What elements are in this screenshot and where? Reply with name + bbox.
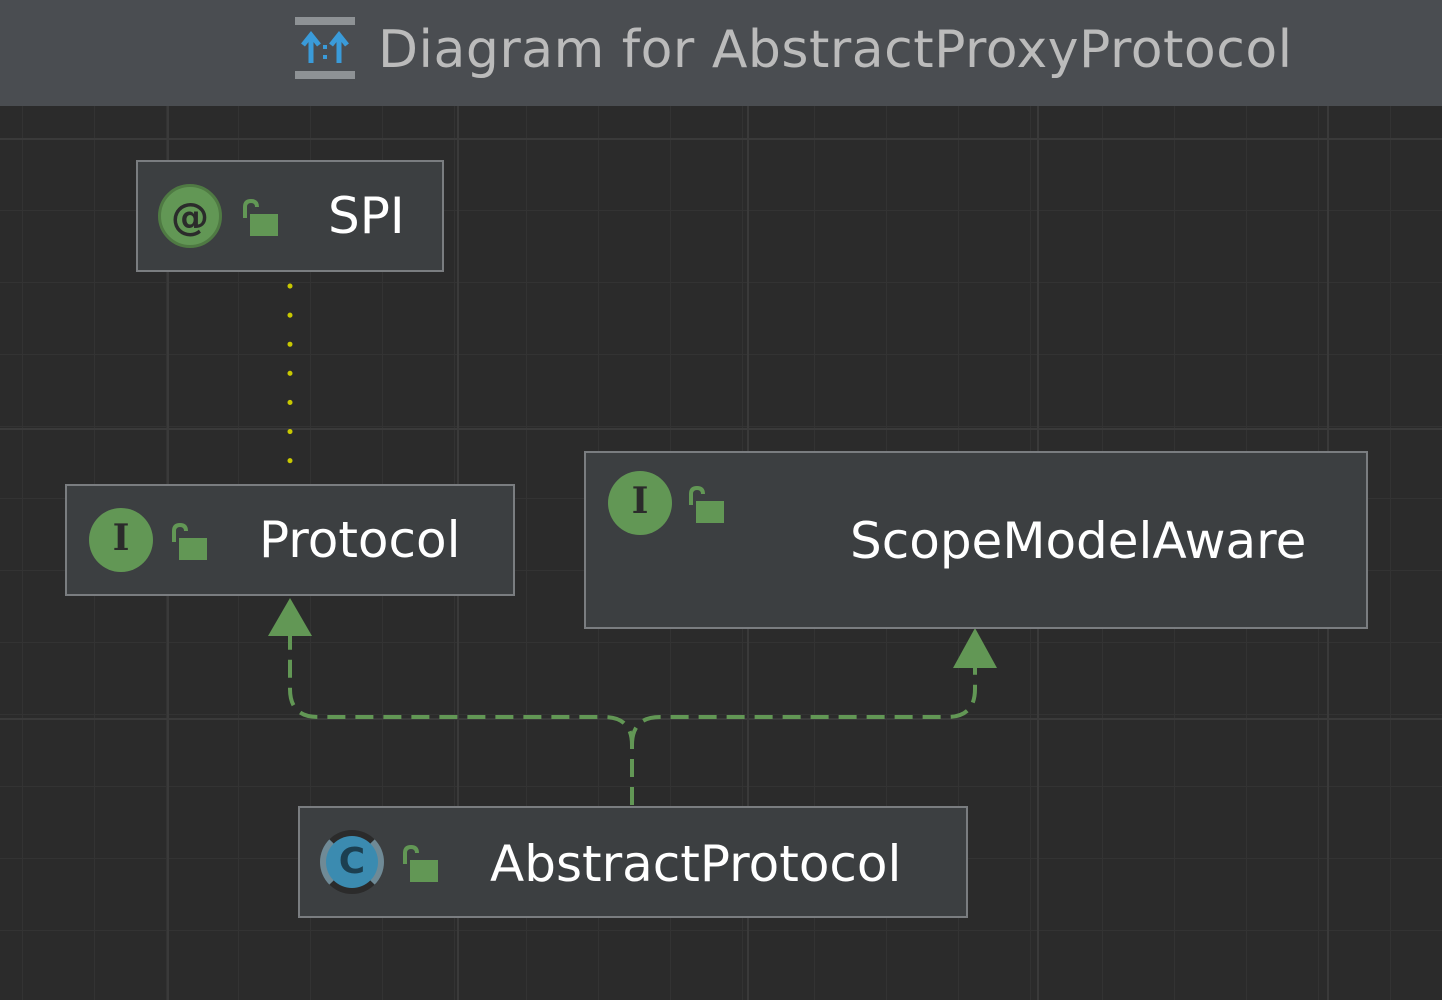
public-lock-icon bbox=[243, 198, 278, 236]
node-protocol[interactable]: I Protocol bbox=[65, 484, 515, 596]
public-lock-icon bbox=[689, 485, 724, 523]
abstract-class-icon: C bbox=[320, 830, 384, 894]
public-lock-icon bbox=[403, 844, 438, 882]
implements-edge-protocol[interactable] bbox=[288, 634, 634, 805]
node-name: AbstractProtocol bbox=[490, 835, 902, 893]
arrowhead-scopemodelaware bbox=[953, 628, 997, 668]
public-lock-icon bbox=[172, 522, 207, 560]
arrowhead-protocol bbox=[268, 598, 312, 636]
diagram-hierarchy-icon bbox=[295, 17, 355, 79]
node-scopemodelaware[interactable]: I ScopeModelAware bbox=[584, 451, 1368, 629]
node-name: SPI bbox=[328, 187, 405, 245]
node-name: ScopeModelAware bbox=[850, 512, 1307, 570]
interface-icon: I bbox=[608, 471, 672, 535]
node-spi[interactable]: @ SPI bbox=[136, 160, 444, 272]
implements-edge-scopemodelaware[interactable] bbox=[630, 666, 977, 746]
node-abstractprotocol[interactable]: C AbstractProtocol bbox=[298, 806, 968, 918]
diagram-title: Diagram for AbstractProxyProtocol bbox=[378, 20, 1293, 80]
node-name: Protocol bbox=[259, 511, 461, 569]
interface-icon: I bbox=[89, 508, 153, 572]
diagram-header: Diagram for AbstractProxyProtocol bbox=[0, 0, 1442, 106]
annotation-icon: @ bbox=[158, 184, 222, 248]
